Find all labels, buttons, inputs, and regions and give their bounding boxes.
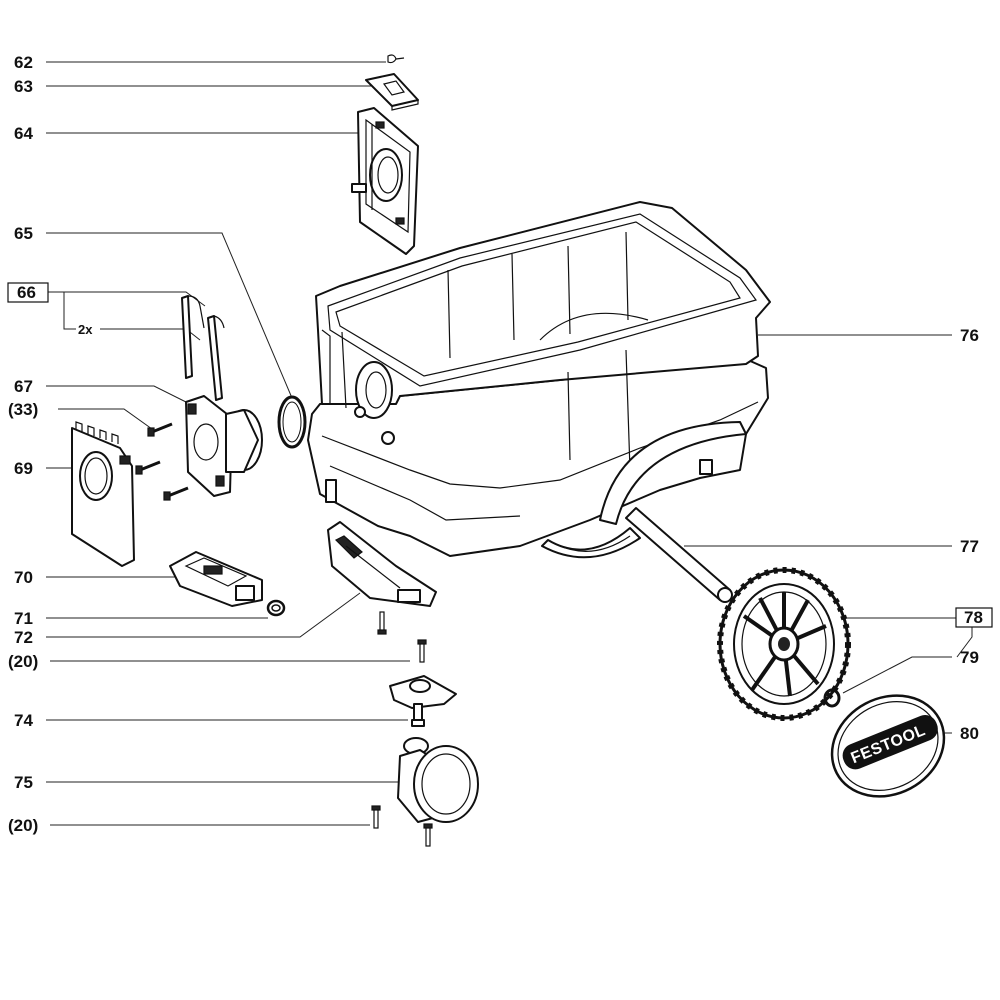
leader-lines	[46, 61, 973, 826]
part-75-caster-wheel	[397, 737, 479, 823]
part-65-o-ring	[277, 395, 307, 449]
label-20-bottom: (20)	[8, 816, 38, 835]
leader-65	[46, 232, 293, 399]
label-78: 78	[964, 608, 983, 627]
label-69: 69	[14, 459, 33, 478]
label-72: 72	[14, 628, 33, 647]
label-78-box	[955, 607, 993, 628]
cap-logo-badge	[842, 715, 938, 770]
part-64-port-frame	[351, 107, 419, 255]
leader-79	[842, 656, 952, 694]
part-77-axle	[625, 507, 733, 603]
label-64: 64	[14, 124, 33, 143]
label-33: (33)	[8, 400, 38, 419]
label-75: 75	[14, 773, 33, 792]
label-67: 67	[14, 377, 33, 396]
label-77: 77	[960, 537, 979, 556]
label-71: 71	[14, 609, 33, 628]
part-72-mount-bracket	[327, 521, 437, 607]
part-79-retaining-ring	[823, 688, 841, 708]
part-67-adapter	[185, 395, 263, 497]
label-80: 80	[960, 724, 979, 743]
label-66-quantity: 2x	[78, 322, 93, 337]
label-70: 70	[14, 568, 33, 587]
label-62: 62	[14, 53, 33, 72]
label-20-top: (20)	[8, 652, 38, 671]
part-33-screws	[135, 422, 189, 501]
part-80-hub-cap: FESTOOL	[830, 694, 946, 798]
leader-78-down	[956, 626, 973, 658]
leader-67	[46, 385, 191, 405]
part-74-caster-mount	[389, 675, 457, 727]
part-71-spring	[266, 599, 286, 617]
label-76: 76	[960, 326, 979, 345]
label-63: 63	[14, 77, 33, 96]
part-66-rods	[181, 295, 225, 401]
label-74: 74	[14, 711, 33, 730]
part-62-clip	[387, 54, 405, 64]
part-78-wheel	[717, 567, 851, 721]
part-76-container	[307, 201, 771, 559]
leader-33	[58, 408, 153, 430]
label-66: 66	[17, 283, 36, 302]
part-70-latch-bracket	[169, 551, 263, 607]
label-66-box	[7, 282, 49, 303]
part-63-latch	[365, 73, 419, 111]
part-labels: 62 63 64 65 66 2x 67 (33) 69 70 71 72 (2…	[7, 53, 993, 835]
leader-72	[46, 592, 361, 638]
part-20-screws	[371, 611, 433, 847]
part-69-front-panel	[71, 421, 135, 567]
leader-66-b	[63, 292, 76, 330]
label-79: 79	[960, 648, 979, 667]
label-65: 65	[14, 224, 33, 243]
